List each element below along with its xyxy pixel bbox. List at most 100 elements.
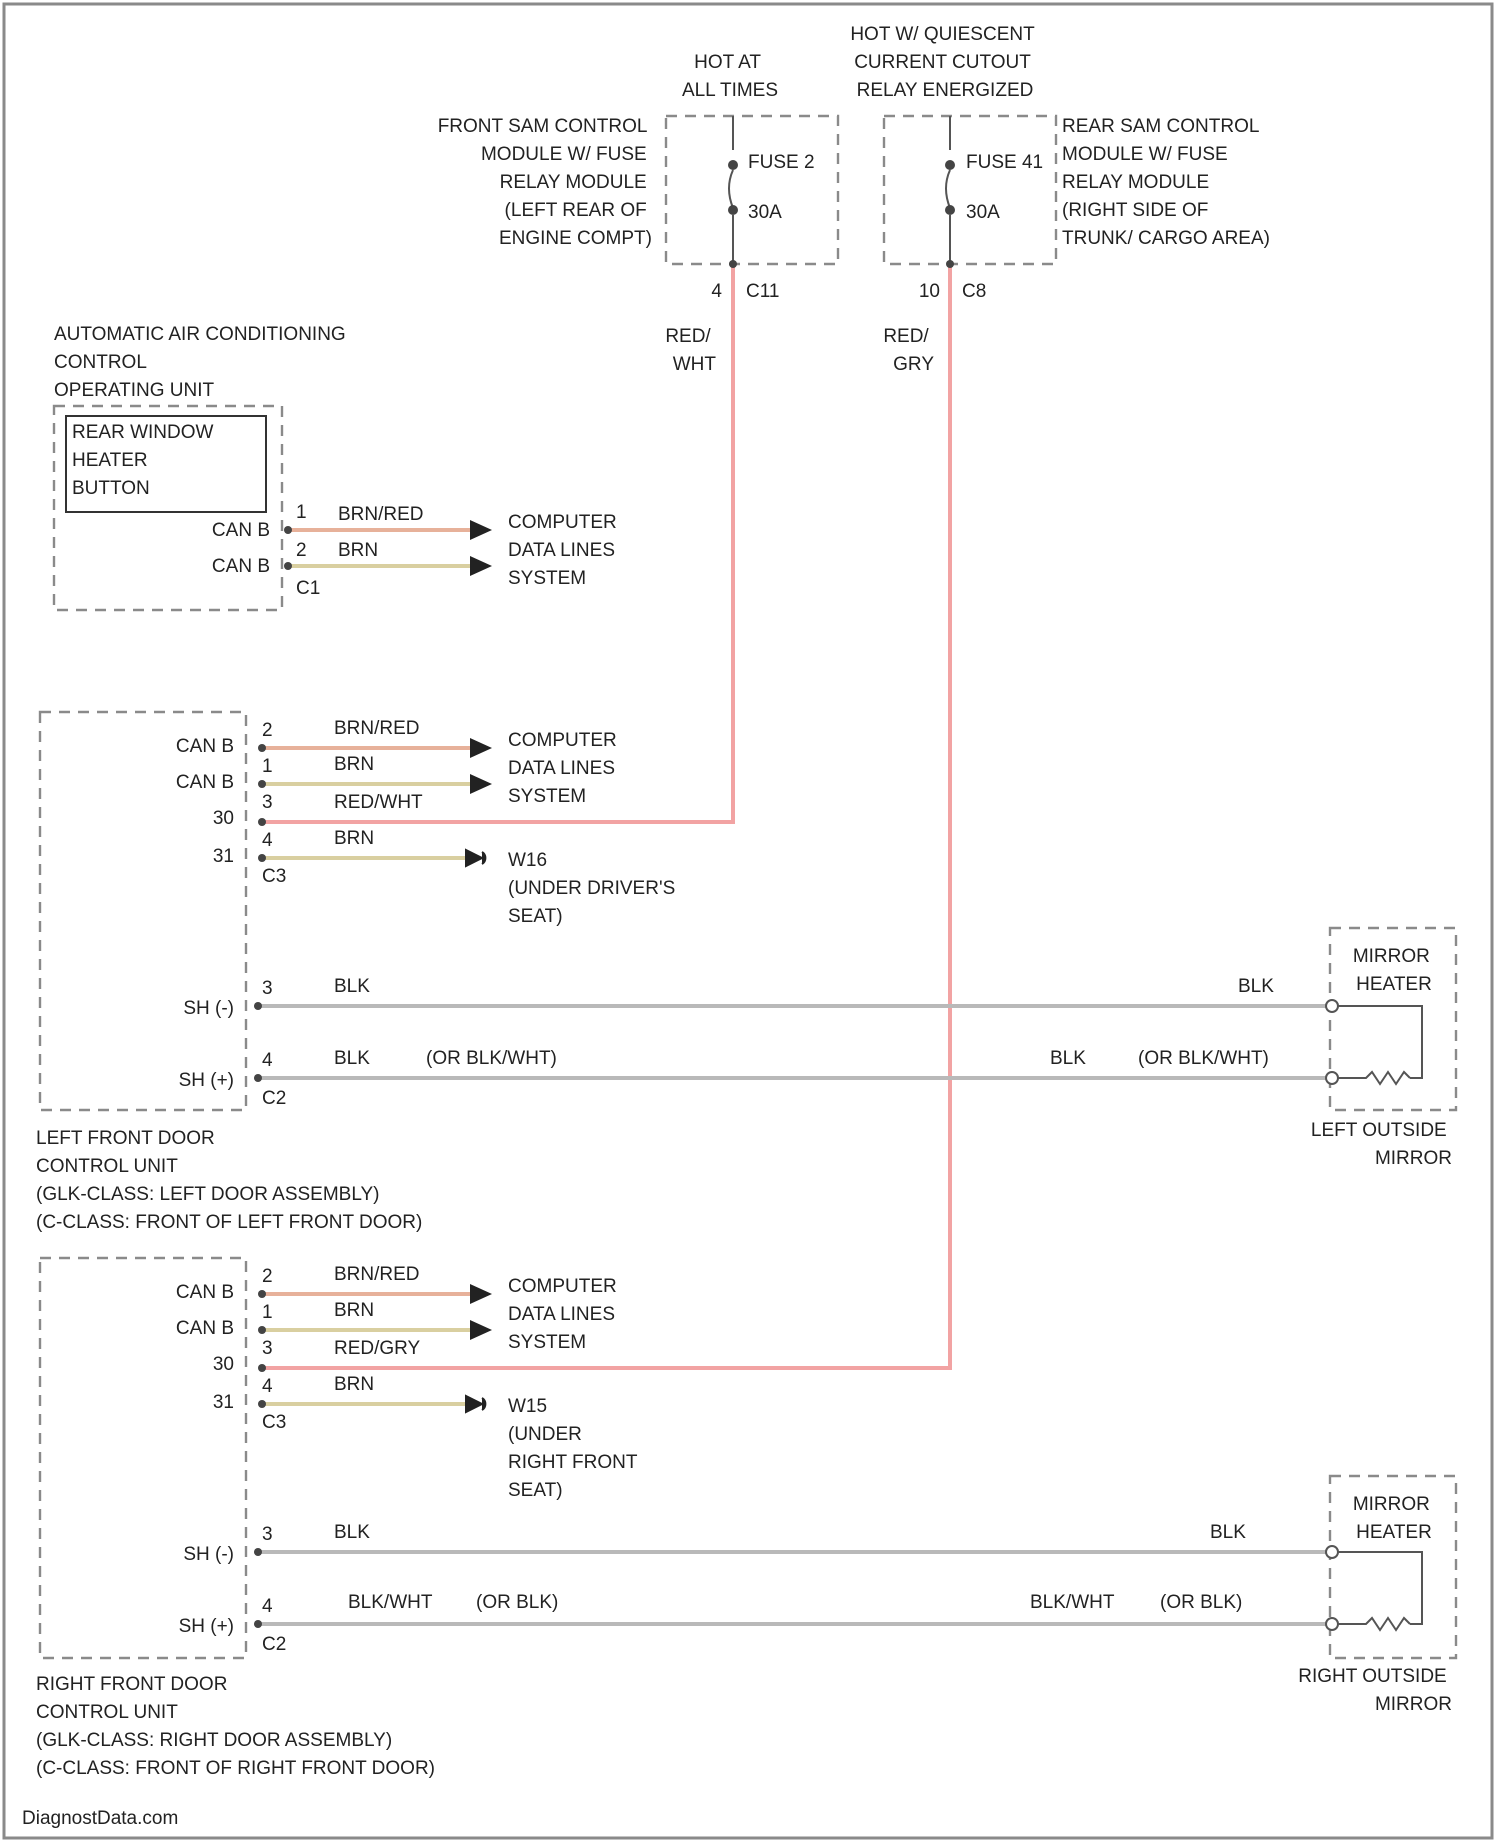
left-pin-30-number: 3 xyxy=(262,792,273,813)
right-dest-label: COMPUTER DATA LINES SYSTEM xyxy=(508,1276,622,1353)
right-mirror-terminal-top xyxy=(1326,1546,1338,1558)
rear-fuse-terminal-top xyxy=(945,160,955,170)
rear-fuse-label: FUSE 41 30A xyxy=(966,152,1048,223)
ac-wire1-color: BRN/RED xyxy=(338,504,424,525)
left-conn1-id: C3 xyxy=(262,866,286,887)
left-pin-can1-label: CAN B xyxy=(176,736,234,757)
ac-pin1-label: CAN B xyxy=(212,520,270,541)
ac-can-arrow-2 xyxy=(470,556,492,576)
left-wire-brn: BRN xyxy=(334,754,374,775)
right-pin-30-number: 3 xyxy=(262,1338,273,1359)
right-heater-wire-neg-color: BLK xyxy=(334,1522,370,1543)
right-heater-wire-pos-color-right: BLK/WHT xyxy=(1030,1592,1115,1613)
left-ground-label: W16 (UNDER DRIVER'S SEAT) xyxy=(508,850,681,927)
left-can-arrow-1 xyxy=(470,738,492,758)
right-can-arrow-1 xyxy=(470,1284,492,1304)
left-outside-mirror: MIRROR HEATER LEFT OUTSIDE MIRROR xyxy=(1311,928,1456,1169)
rear-hot-label: HOT W/ QUIESCENT CURRENT CUTOUT RELAY EN… xyxy=(850,24,1039,101)
left-pin-31-number: 4 xyxy=(262,830,273,851)
rear-sam-module-title: REAR SAM CONTROL MODULE W/ FUSE RELAY MO… xyxy=(1062,116,1270,249)
ac-unit-title: AUTOMATIC AIR CONDITIONING CONTROL OPERA… xyxy=(54,324,351,401)
right-ground-icon xyxy=(466,1396,485,1412)
ac-operating-unit: AUTOMATIC AIR CONDITIONING CONTROL OPERA… xyxy=(54,324,622,610)
right-wire-brn: BRN xyxy=(334,1300,374,1321)
left-mirror-title: LEFT OUTSIDE MIRROR xyxy=(1311,1120,1452,1169)
left-door-title: LEFT FRONT DOOR CONTROL UNIT (GLK-CLASS:… xyxy=(36,1128,422,1233)
rear-connector-id: C8 xyxy=(962,281,986,302)
right-pin-can1-number: 2 xyxy=(262,1266,273,1287)
right-wire-brn-ground: BRN xyxy=(334,1374,374,1395)
right-wire-red-gry: RED/GRY xyxy=(334,1338,421,1359)
rear-sam-module-box xyxy=(884,116,1056,264)
left-heater-wire-pos-alt: (OR BLK/WHT) xyxy=(426,1048,557,1069)
left-pin-31-label: 31 xyxy=(213,846,234,867)
right-heater-wire-neg-color-right: BLK xyxy=(1210,1522,1246,1543)
left-heater-wire-pos-alt-right: (OR BLK/WHT) xyxy=(1138,1048,1269,1069)
left-mirror-terminal-bottom xyxy=(1326,1072,1338,1084)
pin-marker xyxy=(258,818,266,826)
right-mirror-heater-label: MIRROR HEATER xyxy=(1353,1494,1435,1543)
ac-pin2-label: CAN B xyxy=(212,556,270,577)
pin-marker xyxy=(258,1400,266,1408)
front-fuse-icon xyxy=(729,170,733,208)
right-heater-wire-pos-alt: (OR BLK) xyxy=(476,1592,558,1613)
right-door-title: RIGHT FRONT DOOR CONTROL UNIT (GLK-CLASS… xyxy=(36,1674,435,1779)
right-pin-can2-label: CAN B xyxy=(176,1318,234,1339)
front-fuse-terminal-bottom xyxy=(728,205,738,215)
right-sh-pos-number: 4 xyxy=(262,1596,273,1617)
right-pin-30-label: 30 xyxy=(213,1354,234,1375)
right-can-arrow-2 xyxy=(470,1320,492,1340)
right-mirror-terminal-bottom xyxy=(1326,1618,1338,1630)
left-conn2-id: C2 xyxy=(262,1088,286,1109)
left-sh-neg-number: 3 xyxy=(262,978,273,999)
right-ground-label: W15 (UNDER RIGHT FRONT SEAT) xyxy=(508,1396,642,1501)
left-sh-neg-label: SH (-) xyxy=(183,998,234,1019)
pin-marker xyxy=(284,526,292,534)
right-sh-pos-label: SH (+) xyxy=(179,1616,234,1637)
rear-fuse-terminal-bottom xyxy=(945,205,955,215)
right-mirror-title: RIGHT OUTSIDE MIRROR xyxy=(1298,1666,1452,1715)
left-can-arrow-2 xyxy=(470,774,492,794)
left-mirror-terminal-top xyxy=(1326,1000,1338,1012)
connector-pins xyxy=(254,260,954,1628)
left-pin-can2-number: 1 xyxy=(262,756,273,777)
ac-pin2-number: 2 xyxy=(296,540,307,561)
right-conn2-id: C2 xyxy=(262,1634,286,1655)
right-sh-neg-label: SH (-) xyxy=(183,1544,234,1565)
front-fuse-label: FUSE 2 30A xyxy=(748,152,820,223)
left-heater-wire-pos-color: BLK xyxy=(334,1048,370,1069)
ac-dest-label: COMPUTER DATA LINES SYSTEM xyxy=(508,512,622,589)
left-pin-can2-label: CAN B xyxy=(176,772,234,793)
rear-supply-wire-color: RED/ GRY xyxy=(883,326,934,375)
pin-marker xyxy=(254,1002,262,1010)
rear-window-heater-button-label: REAR WINDOW HEATER BUTTON xyxy=(72,422,219,499)
right-conn1-id: C3 xyxy=(262,1412,286,1433)
right-wire-brn-red: BRN/RED xyxy=(334,1264,420,1285)
front-hot-label: HOT AT ALL TIMES xyxy=(682,52,778,101)
rear-fuse-icon xyxy=(946,170,950,208)
left-door-control-unit: CAN B CAN B 30 31 2 1 3 4 C3 BRN/RED BRN… xyxy=(36,712,1328,1233)
left-mirror-heater-element xyxy=(1338,1006,1422,1078)
pin-marker xyxy=(258,1326,266,1334)
supply-wire-red-wht xyxy=(262,264,733,822)
front-sam-module-title: FRONT SAM CONTROL MODULE W/ FUSE RELAY M… xyxy=(438,116,652,249)
left-wire-red-wht: RED/WHT xyxy=(334,792,423,813)
rear-connector-pin: 10 xyxy=(919,281,940,302)
power-sources: HOT AT ALL TIMES HOT W/ QUIESCENT CURREN… xyxy=(438,24,1270,375)
pin-marker xyxy=(254,1074,262,1082)
left-pin-30-label: 30 xyxy=(213,808,234,829)
pin-marker xyxy=(258,744,266,752)
left-mirror-heater-coil-icon xyxy=(1338,1072,1410,1084)
pin-marker xyxy=(254,1620,262,1628)
left-heater-wire-pos-color-right: BLK xyxy=(1050,1048,1086,1069)
right-heater-wire-pos-alt-right: (OR BLK) xyxy=(1160,1592,1242,1613)
front-supply-wire-color: RED/ WHT xyxy=(665,326,716,375)
right-pin-31-label: 31 xyxy=(213,1392,234,1413)
front-sam-module-box xyxy=(666,116,838,264)
right-pin-can1-label: CAN B xyxy=(176,1282,234,1303)
front-connector-pin: 4 xyxy=(711,281,722,302)
pin-marker xyxy=(258,780,266,788)
left-pin-can1-number: 2 xyxy=(262,720,273,741)
right-sh-neg-number: 3 xyxy=(262,1524,273,1545)
left-sh-pos-number: 4 xyxy=(262,1050,273,1071)
